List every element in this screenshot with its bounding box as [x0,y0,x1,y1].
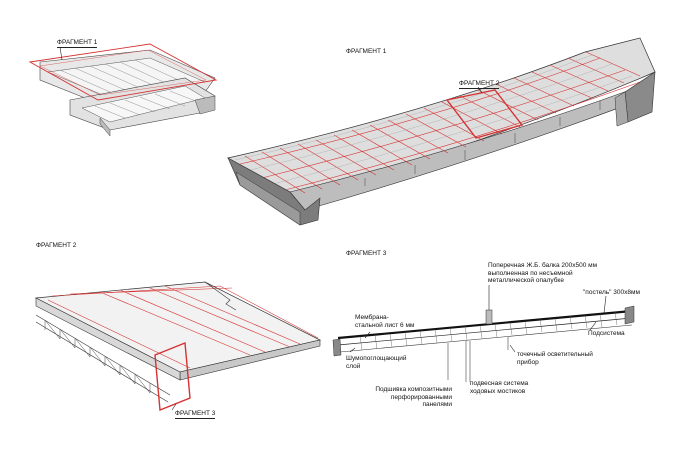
walkway-label: подвесная система ходовых мостиков [470,380,529,395]
fragment-2-tag: ФРАГМЕНТ 2 [459,80,500,89]
subsystem-label: Подсистема [588,330,625,337]
light-fixture-label: точечный осветительный прибор [517,351,593,366]
lining-label: Подшивка композитными перфорированными п… [375,386,452,408]
bed-label: "постель" 300х8мм [583,289,640,296]
fragment-1-title: ФРАГМЕНТ 1 [346,48,387,55]
fragment-3-tag: ФРАГМЕНТ 3 [175,410,216,419]
section-fragment-3 [332,285,635,382]
fragment-1-tag: ФРАГМЕНТ 1 [57,39,98,48]
beam-label: Поперечная Ж.Б. балка 200х500 мм выполне… [488,262,598,284]
stadium-overview [28,43,218,137]
noise-layer-label: Шумопоглощающий слой [346,355,407,370]
membrane-label: Мембрана- стальной лист 6 мм [355,314,415,329]
roof-fragment-1 [227,37,656,226]
fragment-3-title: ФРАГМЕНТ 3 [346,250,387,257]
roof-fragment-2 [34,281,322,411]
fragment-2-title: ФРАГМЕНТ 2 [36,242,77,249]
